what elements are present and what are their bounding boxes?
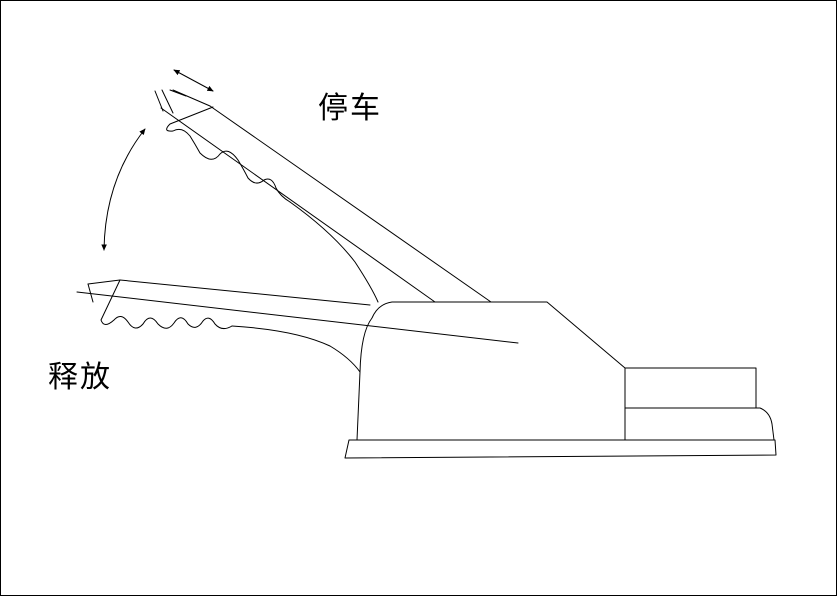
- upper-lever-underside: [289, 201, 379, 303]
- lower-lever-underside: [231, 325, 361, 373]
- lower-grip-wavy: [100, 279, 233, 330]
- release-label: 释放: [48, 360, 112, 395]
- park-label: 停车: [318, 91, 382, 126]
- lower-lever: [76, 279, 519, 373]
- swing-arrow: [101, 128, 146, 251]
- upper-lever: [154, 89, 492, 303]
- base-plate: [344, 439, 777, 459]
- housing-body: [356, 301, 626, 441]
- rear-cap: [624, 407, 775, 441]
- rear-block: [624, 367, 757, 409]
- upper-grip-wavy: [166, 106, 291, 203]
- slide-arrow: [173, 69, 214, 92]
